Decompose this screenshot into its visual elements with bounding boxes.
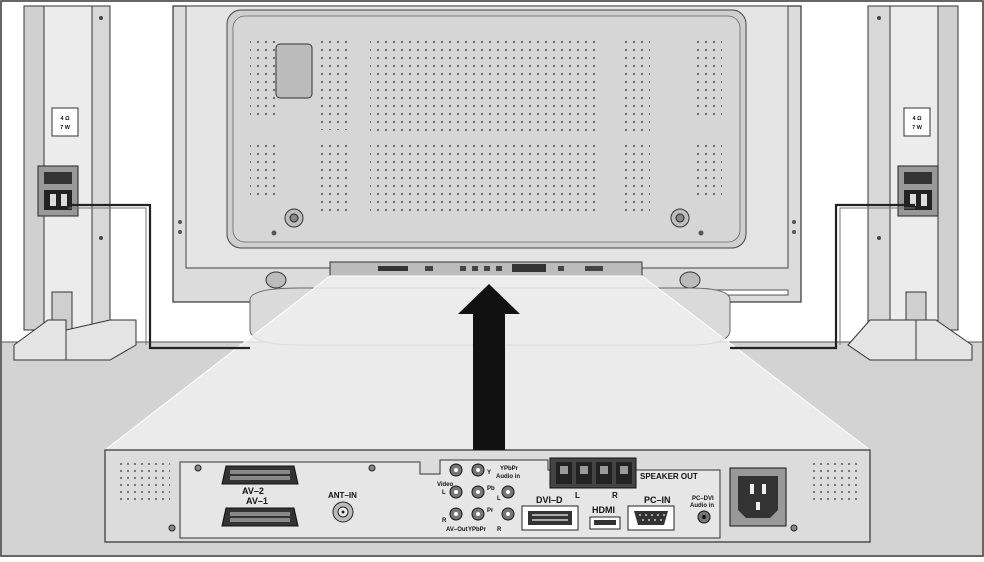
label-video: Video xyxy=(437,482,454,488)
left-rating-1: 4 Ω xyxy=(61,116,71,122)
label-ypbpr-audio-2: Audio in xyxy=(496,474,520,480)
speaker-right xyxy=(847,5,973,361)
scart-av2-port xyxy=(221,465,299,485)
right-rating-2: 7 W xyxy=(912,125,923,131)
label-av1: AV–1 xyxy=(246,496,268,506)
label-dvi-d: DVI–D xyxy=(536,495,563,505)
left-rating-2: 7 W xyxy=(60,125,71,131)
label-l: L xyxy=(442,490,446,496)
label-pc-dvi-1: PC–DVI xyxy=(692,496,714,502)
label-speaker-r: R xyxy=(612,491,618,500)
label-pc-in: PC–IN xyxy=(644,495,671,505)
speaker-left xyxy=(13,5,137,361)
label-r: R xyxy=(442,518,447,524)
label-av2: AV–2 xyxy=(242,486,264,496)
label-pc-dvi-2: Audio in xyxy=(690,503,714,509)
speaker-cable-left xyxy=(68,203,250,350)
tv-back xyxy=(172,5,802,303)
label-speaker-out: SPEAKER OUT xyxy=(640,472,698,481)
label-hdmi: HDMI xyxy=(592,505,615,515)
label-ypbpr-audio-1: YPbPr xyxy=(500,466,519,472)
label-pr: Pr xyxy=(487,508,494,514)
speaker-cable-right xyxy=(730,203,915,350)
label-ypbpr: YPbPr xyxy=(468,527,487,533)
label-pb: Pb xyxy=(487,486,495,492)
label-ant-in: ANT–IN xyxy=(328,491,357,500)
tv-label-plate xyxy=(275,43,313,99)
arrow-icon xyxy=(458,284,520,450)
label-audio-l: L xyxy=(497,496,501,502)
connection-panel: AV–2 AV–1 ANT–IN Video L R Y Pb Pr AV–Ou… xyxy=(104,449,871,543)
label-av-out: AV–Out xyxy=(446,527,468,533)
right-rating-1: 4 Ω xyxy=(913,116,923,122)
label-audio-r: R xyxy=(497,527,502,533)
scart-av1-port xyxy=(221,507,299,527)
label-y: Y xyxy=(487,470,491,476)
label-speaker-l: L xyxy=(575,491,580,500)
